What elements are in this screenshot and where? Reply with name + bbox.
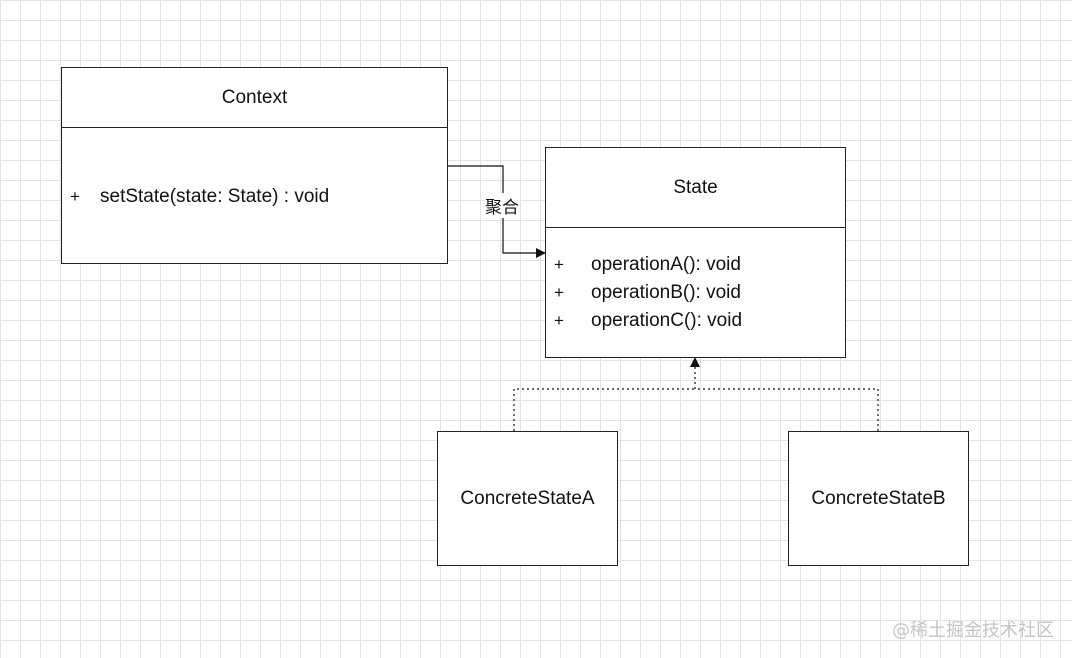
watermark-text: @稀土掘金技术社区 <box>892 620 1054 641</box>
aggregation-label: 聚合 <box>484 193 520 218</box>
concrete-state-a-class[interactable]: ConcreteStateA <box>437 431 618 566</box>
implementation-line-b <box>695 388 879 431</box>
method-signature: setState(state: State) : void <box>100 186 330 207</box>
visibility-marker: + <box>554 311 564 330</box>
state-class-header: State <box>546 148 845 228</box>
method-signature: operationC(): void <box>591 310 743 331</box>
concrete-state-b-name: ConcreteStateB <box>811 487 946 509</box>
state-method: + operationA(): void <box>554 254 741 276</box>
state-method: + operationB(): void <box>554 282 741 304</box>
implementation-arrowhead <box>690 357 700 367</box>
context-class-name: Context <box>221 86 288 108</box>
visibility-marker: + <box>70 187 80 206</box>
implementation-line-a <box>513 388 695 431</box>
visibility-marker: + <box>554 283 564 302</box>
method-signature: operationA(): void <box>591 254 741 275</box>
state-method: + operationC(): void <box>554 310 742 332</box>
context-method: + setState(state: State) : void <box>70 186 329 208</box>
context-class[interactable]: Context + setState(state: State) : void <box>61 67 448 264</box>
concrete-state-a-name: ConcreteStateA <box>460 487 595 509</box>
state-class[interactable]: State + operationA(): void + operationB():… <box>545 147 846 358</box>
context-class-header: Context <box>62 68 447 128</box>
concrete-state-b-class[interactable]: ConcreteStateB <box>788 431 969 566</box>
method-signature: operationB(): void <box>591 282 741 303</box>
state-class-name: State <box>673 176 718 198</box>
visibility-marker: + <box>554 255 564 274</box>
